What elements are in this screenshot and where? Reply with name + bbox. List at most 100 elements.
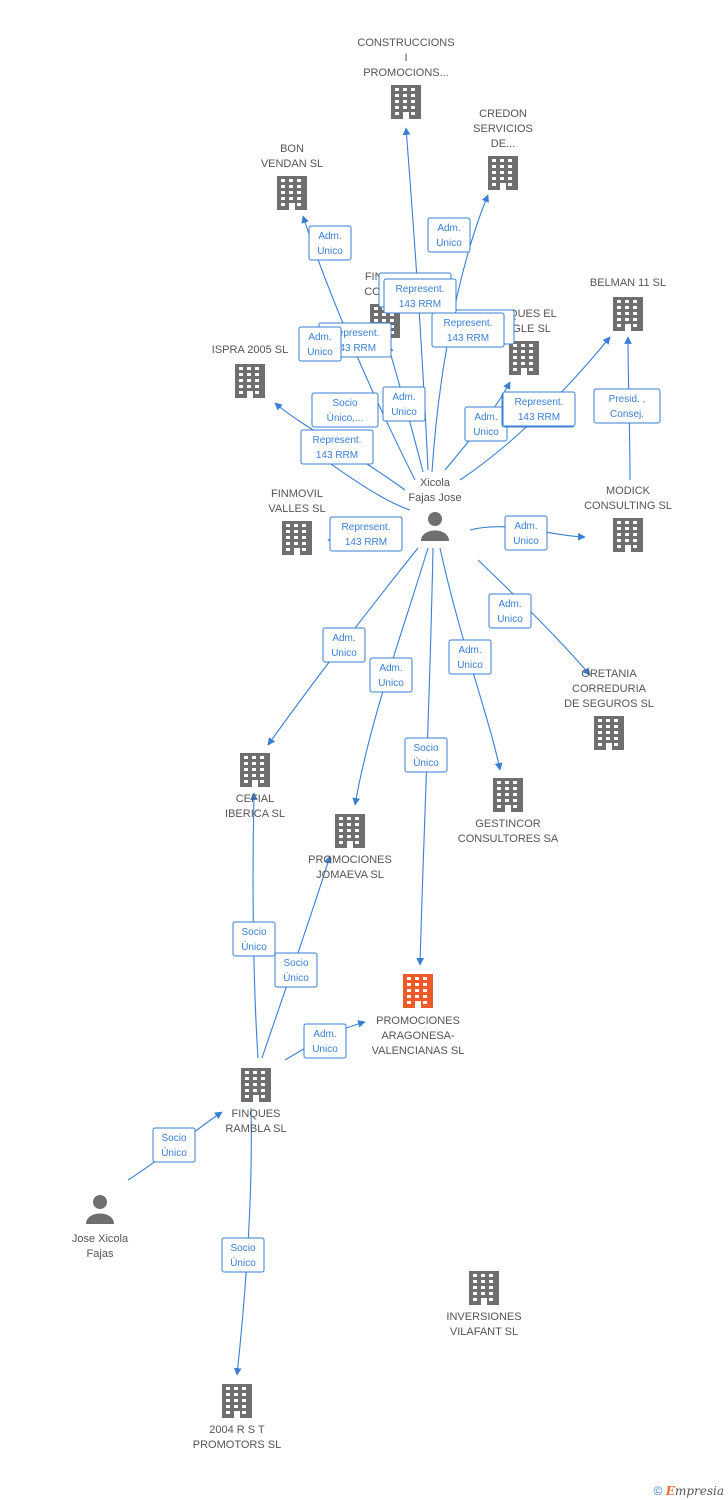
building-icon <box>235 364 265 398</box>
node-label-credon: DE... <box>491 138 515 150</box>
node-ispra[interactable]: ISPRA 2005 SL <box>212 344 288 398</box>
edge-label-text: Socio <box>161 1133 186 1144</box>
edge-label-overlap[interactable]: Adm.Unico <box>298 326 342 362</box>
edge-label-xicola-to-gestincor[interactable]: Adm.Unico <box>369 657 413 693</box>
edge-label-text: Represent. <box>515 397 564 408</box>
edge-label-xicola-to-jomaeva[interactable]: Adm.Unico <box>322 627 366 663</box>
edge-label-text: Único <box>161 1146 187 1159</box>
node-label-construccions: PROMOCIONS... <box>363 67 449 79</box>
node-label-rambla: RAMBLA SL <box>225 1123 286 1135</box>
edge-label-text: Adm. <box>308 332 331 343</box>
edge-label-text: Adm. <box>392 392 415 403</box>
edge-label-xicola-to-finmovil[interactable]: Represent.143 RRM <box>300 429 374 465</box>
edge-label-text: 143 RRM <box>316 450 358 461</box>
edge-label-text: Unico <box>331 648 357 659</box>
edge-label-xicola-to-finques_angle[interactable]: Represent.143 RRM <box>383 278 457 314</box>
edge-label-xicola-to-aragonesa[interactable]: Adm.Unico <box>448 639 492 675</box>
building-icon <box>241 1068 271 1102</box>
building-icon <box>509 341 539 375</box>
edge-label-overlap[interactable]: Represent.143 RRM <box>431 312 505 348</box>
node-label-jose_xicola: Jose Xicola <box>72 1233 129 1245</box>
node-label-jose_xicola: Fajas <box>87 1248 114 1260</box>
node-belman[interactable]: BELMAN 11 SL <box>590 277 666 331</box>
edge-label-text: Socio <box>413 743 438 754</box>
edge-label-modick-to-belman[interactable]: Adm. Unico <box>504 515 548 551</box>
edge-label-xicola-to-credon[interactable]: Adm.Unico <box>427 217 471 253</box>
node-label-bon_vendan: VENDAN SL <box>261 158 323 170</box>
node-label-oretania: DE SEGUROS SL <box>564 698 654 710</box>
edge-label-text: 143 RRM <box>447 333 489 344</box>
node-label-finmovil: FINMOVIL <box>271 488 323 500</box>
node-label-gestincor: GESTINCOR <box>475 818 540 830</box>
node-label-modick: MODICK <box>606 485 651 497</box>
edge-label-text: Único,... <box>327 411 364 424</box>
edge-label-text: Adm. <box>437 223 460 234</box>
building-icon <box>391 85 421 119</box>
edge-label-text: Unico <box>378 678 404 689</box>
edge-label-xicola-to-ispra[interactable]: SocioÚnico,... <box>311 392 379 428</box>
node-label-rambla: FINQUES <box>232 1108 281 1120</box>
node-credon[interactable]: CREDONSERVICIOSDE... <box>473 108 533 190</box>
node-label-jomaeva: PROMOCIONES <box>308 854 392 866</box>
nodes-layer: CONSTRUCCIONSIPROMOCIONS...CREDONSERVICI… <box>72 37 672 1451</box>
edge-label-xicola-to-modick[interactable]: Represent.143 RRM <box>329 516 403 552</box>
node-label-credon: SERVICIOS <box>473 123 533 135</box>
edge-label-xicola-to-bon_vendan[interactable]: Adm.Unico <box>308 225 352 261</box>
building-icon <box>493 778 523 812</box>
node-construccions[interactable]: CONSTRUCCIONSIPROMOCIONS... <box>357 37 455 119</box>
node-label-rst: 2004 R S T <box>209 1424 265 1436</box>
node-label-xicola: Fajas Jose <box>408 492 461 504</box>
node-label-inversiones: VILAFANT SL <box>450 1326 518 1338</box>
edge-label-text: Unico <box>473 427 499 438</box>
node-label-cefial: IBERICA SL <box>225 808 285 820</box>
edge-label-text: Unico <box>513 536 539 547</box>
building-icon <box>488 156 518 190</box>
edge-xicola-to-aragonesa <box>439 547 503 771</box>
edge-label-jose_xicola-to-rambla[interactable]: Adm.Unico <box>303 1023 347 1059</box>
node-label-ispra: ISPRA 2005 SL <box>212 344 288 356</box>
node-aragonesa[interactable]: PROMOCIONES ARAGONESA- VALENCIANAS SL <box>372 974 465 1057</box>
edge-label-text: Represent. <box>331 328 380 339</box>
edge-label-xicola-to-cefial[interactable]: Adm.Unico <box>488 593 532 629</box>
node-jomaeva[interactable]: PROMOCIONES JOMAEVA SL <box>308 814 392 881</box>
edge-label-text: Adm. <box>514 521 537 532</box>
node-label-aragonesa: VALENCIANAS SL <box>372 1045 465 1057</box>
building-icon <box>335 814 365 848</box>
building-icon <box>277 176 307 210</box>
edge-label-text: 143 RRM <box>345 537 387 548</box>
edge-label-xicola-to-fincas_corr[interactable]: Adm.Unico <box>382 386 426 422</box>
node-label-aragonesa: ARAGONESA- <box>381 1030 455 1042</box>
node-label-xicola: Xicola <box>420 477 451 489</box>
building-icon <box>613 518 643 552</box>
node-label-jomaeva: JOMAEVA SL <box>316 869 384 881</box>
copyright-symbol: © <box>653 1484 663 1498</box>
node-rambla[interactable]: FINQUES RAMBLA SL <box>225 1068 287 1135</box>
edge-label-text: Consej. <box>610 409 644 420</box>
edge-xicola-to-cefial <box>477 559 591 676</box>
edge-label-text: Adm. <box>458 645 481 656</box>
edge-label-xicola-to-oretania[interactable]: Presid. ,Consej. <box>593 388 661 424</box>
building-icon <box>613 297 643 331</box>
node-label-oretania: CORREDURIA <box>572 683 647 695</box>
edge-label-overlap[interactable]: Adm.Unico <box>464 406 508 442</box>
node-label-aragonesa: PROMOCIONES <box>376 1015 460 1027</box>
edge-label-text: Único <box>283 971 309 984</box>
empresia-logo: Empresia <box>665 1484 724 1498</box>
building-icon <box>594 716 624 750</box>
edge-label-xicola-to-belman[interactable]: Represent.143 RRM <box>502 391 576 427</box>
